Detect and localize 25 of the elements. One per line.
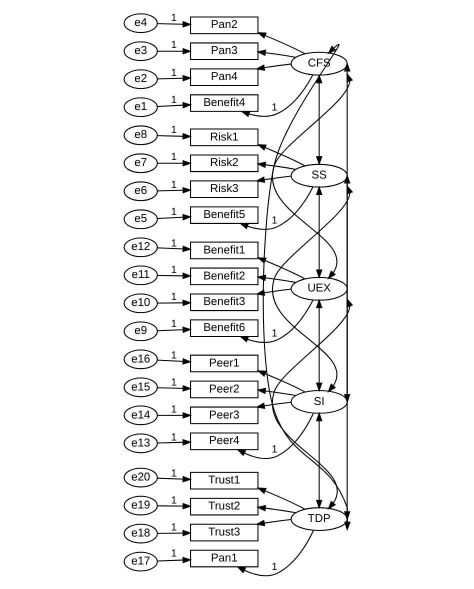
edge-label: 1 — [272, 562, 278, 573]
edge-label: 1 — [171, 238, 177, 250]
edge-label: 1 — [171, 95, 177, 106]
edge-label: 1 — [171, 432, 177, 444]
edge-label: 1 — [171, 180, 177, 192]
edge-label: 1 — [171, 548, 177, 560]
edge-label: 1 — [171, 404, 177, 416]
edge-label: 1 — [171, 319, 177, 330]
edge-label: 1 — [171, 265, 177, 276]
edge-label: 1 — [171, 522, 177, 534]
edge-label: 1 — [171, 40, 177, 52]
edge-label: 1 — [272, 215, 278, 226]
edge-label: 1 — [171, 125, 177, 136]
edge-label: 1 — [272, 444, 278, 456]
edge-label: 1 — [171, 152, 177, 164]
edge-label: 1 — [171, 350, 177, 362]
edge-label: 1 — [171, 207, 177, 218]
edge-label: 1 — [171, 377, 177, 388]
edge-label: 1 — [171, 13, 177, 24]
edge-label: 1 — [171, 68, 177, 80]
edge-label: 1 — [272, 328, 278, 340]
edge-label: 1 — [171, 292, 177, 304]
edge-label: 1 — [171, 468, 177, 480]
edge-label: 1 — [171, 496, 177, 507]
edge-label: 1 — [272, 102, 278, 114]
